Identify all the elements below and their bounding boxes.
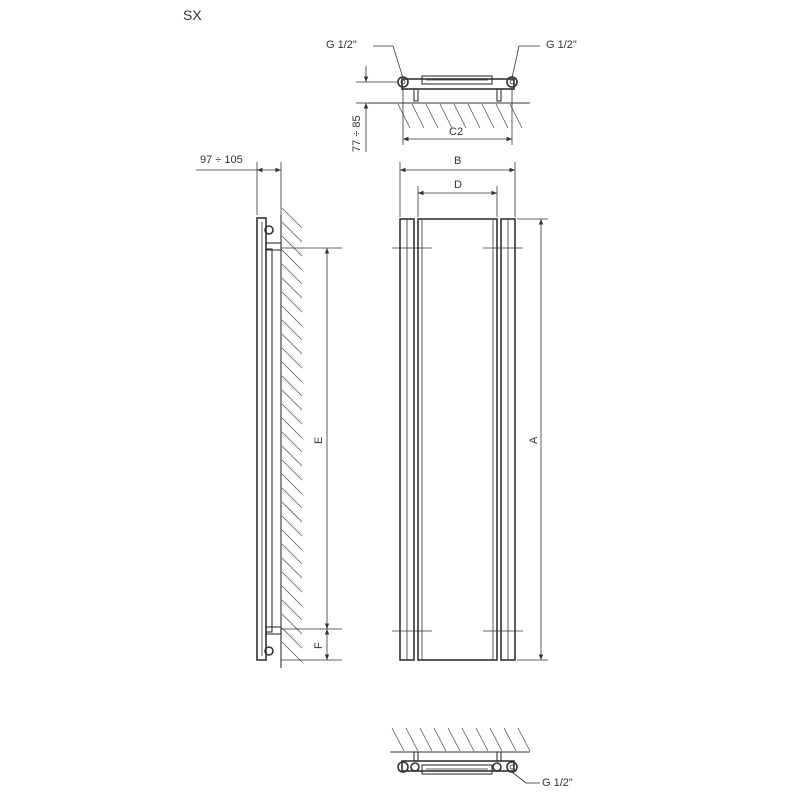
side-hatch-line-11: [281, 361, 303, 383]
side-view-wall-hatch: [281, 207, 303, 663]
label-f: F: [313, 642, 325, 649]
side-hatch-line-8: [281, 319, 303, 341]
bottom-hatch-line-4: [447, 727, 461, 752]
top-view-wall-hatch: [397, 103, 523, 129]
bottom-view-connection-mid: [410, 762, 420, 772]
side-hatch-line-3: [281, 249, 303, 271]
side-view-bracket-bottom: [265, 626, 282, 635]
bottom-view-bracket-left: [413, 751, 419, 762]
bottom-view-connection-left: [397, 761, 409, 773]
label-b: B: [454, 155, 461, 167]
top-hatch-line-1: [411, 103, 425, 129]
bottom-hatch-line-5: [461, 727, 475, 752]
top-hatch-line-3: [439, 103, 453, 129]
side-hatch-line-18: [281, 459, 303, 481]
drawing-title: SX: [183, 7, 202, 23]
bottom-view-connection-right-inner: [509, 764, 515, 770]
side-hatch-line-27: [281, 585, 303, 607]
side-hatch-line-13: [281, 389, 303, 411]
side-hatch-line-29: [281, 613, 303, 635]
side-hatch-line-24: [281, 543, 303, 565]
side-hatch-line-0: [281, 207, 303, 229]
side-hatch-line-6: [281, 291, 303, 313]
side-hatch-line-31: [281, 641, 303, 663]
side-hatch-line-15: [281, 417, 303, 439]
bottom-hatch-line-2: [419, 727, 433, 752]
bottom-view: G 1/2": [390, 727, 573, 789]
side-hatch-line-7: [281, 305, 303, 327]
top-hatch-line-4: [453, 103, 467, 129]
bottom-hatch-line-9: [517, 727, 531, 752]
side-hatch-line-1: [281, 221, 303, 243]
bottom-hatch-line-3: [433, 727, 447, 752]
top-hatch-line-2: [425, 103, 439, 129]
side-hatch-line-12: [281, 375, 303, 397]
side-hatch-line-2: [281, 235, 303, 257]
side-hatch-line-30: [281, 627, 303, 649]
side-hatch-line-5: [281, 277, 303, 299]
side-hatch-line-10: [281, 347, 303, 369]
label-97-105: 97 ÷ 105: [200, 154, 243, 166]
top-hatch-line-0: [397, 103, 411, 129]
top-hatch-line-7: [495, 103, 509, 129]
side-hatch-line-25: [281, 557, 303, 579]
side-hatch-line-28: [281, 599, 303, 621]
top-hatch-line-6: [481, 103, 495, 129]
side-hatch-line-26: [281, 571, 303, 593]
side-hatch-line-20: [281, 487, 303, 509]
top-hatch-line-5: [467, 103, 481, 129]
label-c2: C2: [449, 126, 463, 138]
side-view-radiator-body: [256, 217, 267, 661]
label-77-85: 77 ÷ 85: [351, 115, 363, 152]
bottom-hatch-line-6: [475, 727, 489, 752]
top-view-connection-right-inner: [509, 79, 515, 85]
side-view-connection-bottom: [264, 646, 274, 656]
label-g-half-bottom: G 1/2": [542, 777, 573, 789]
front-view-center-panel: [417, 218, 498, 661]
side-hatch-line-17: [281, 445, 303, 467]
side-hatch-line-22: [281, 515, 303, 537]
label-g-half-top-right: G 1/2": [546, 39, 577, 51]
label-d: D: [454, 179, 462, 191]
side-hatch-line-21: [281, 501, 303, 523]
leader-bottom: [511, 771, 527, 784]
side-hatch-line-9: [281, 333, 303, 355]
bottom-hatch-line-7: [489, 727, 503, 752]
top-view-connection-left-inner: [400, 79, 406, 85]
front-view: B D A: [392, 155, 548, 661]
label-a: A: [528, 436, 540, 444]
leader-top-right: [511, 45, 520, 79]
side-hatch-line-4: [281, 263, 303, 285]
bottom-hatch-line-1: [405, 727, 419, 752]
bottom-view-wall-hatch: [391, 727, 531, 752]
label-e: E: [313, 437, 325, 444]
side-view-bracket-top: [265, 242, 282, 251]
top-view-bracket-left: [413, 88, 419, 102]
label-g-half-top-left: G 1/2": [326, 39, 357, 51]
top-view-center-panel: [421, 75, 493, 85]
side-view-connection-top: [264, 225, 274, 235]
bottom-hatch-line-8: [503, 727, 517, 752]
bottom-view-connection-right-mid: [492, 762, 502, 772]
bottom-view-bracket-right: [496, 751, 502, 762]
side-view-bracket-pipe: [265, 248, 273, 633]
top-view: G 1/2" G 1/2" 77 ÷ 85 C2: [326, 39, 577, 152]
bottom-view-center-panel: [421, 764, 493, 775]
side-hatch-line-16: [281, 431, 303, 453]
top-view-bracket-right: [496, 88, 502, 102]
side-hatch-line-23: [281, 529, 303, 551]
bottom-hatch-line-0: [391, 727, 405, 752]
side-hatch-line-19: [281, 473, 303, 495]
side-view: 97 ÷ 105 E F: [196, 154, 342, 668]
leader-top-left: [392, 45, 404, 79]
side-hatch-line-14: [281, 403, 303, 425]
